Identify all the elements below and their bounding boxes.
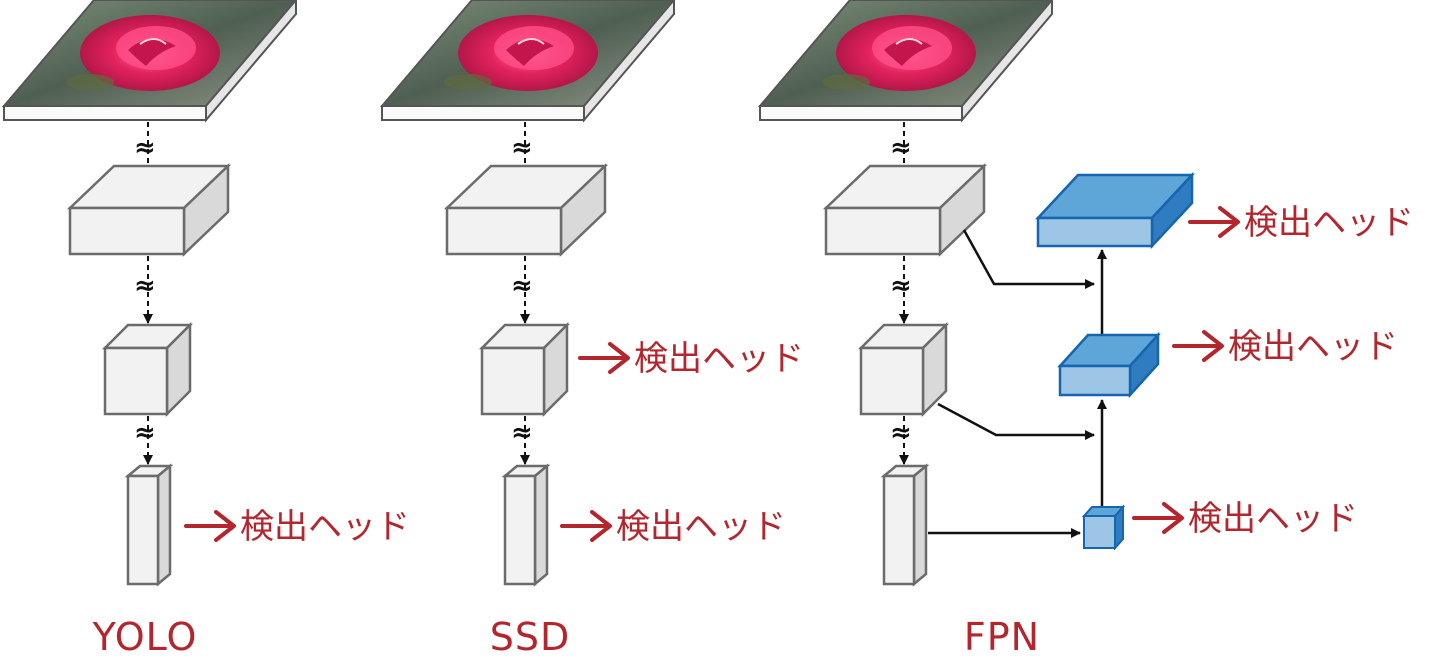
backbone-arrow: ≈ (134, 416, 156, 465)
architecture-name-ssd: SSD (490, 615, 571, 659)
backbone-ssd: ≈ ≈ ≈ (443, 122, 609, 587)
detection-head-label: 検出ヘッド (1228, 327, 1398, 367)
arrow-right-icon (560, 510, 612, 542)
fpn-feature-small (1081, 504, 1126, 551)
feature-map-small (880, 463, 930, 587)
backbone-fpn: ≈ ≈ ≈ (822, 122, 988, 587)
lateral-connection (962, 229, 1095, 289)
detection-head-label: 検出ヘッド (616, 507, 786, 547)
fpn-feature-medium (1057, 331, 1161, 399)
feature-map-small (501, 463, 551, 587)
detection-head-yolo: 検出ヘッド (184, 507, 410, 547)
detection-head-fpn-top: 検出ヘッド (1188, 203, 1414, 243)
architecture-name-yolo: YOLO (92, 615, 198, 659)
backbone-yolo: ≈ ≈ ≈ (66, 122, 232, 587)
detection-head-fpn-middle: 検出ヘッド (1172, 327, 1398, 367)
approx-symbol: ≈ (890, 418, 912, 448)
arrow-right-icon (1132, 502, 1184, 534)
backbone-arrow: ≈ (511, 256, 533, 324)
detection-head-ssd-upper: 検出ヘッド (578, 339, 804, 379)
feature-map-medium (857, 321, 950, 418)
rose-photo-icon (757, 0, 1054, 123)
feature-map-medium (478, 321, 571, 418)
rose-photo-icon (1, 0, 298, 123)
arrow-right-icon (578, 342, 630, 374)
detection-head-ssd-lower: 検出ヘッド (560, 507, 786, 547)
input-image-fpn (757, 0, 1054, 123)
detection-head-label: 検出ヘッド (634, 339, 804, 379)
feature-map-medium (101, 321, 194, 418)
backbone-arrow: ≈ (511, 416, 533, 465)
approx-symbol: ≈ (511, 418, 533, 448)
feature-map-large (822, 163, 988, 257)
approx-symbol: ≈ (134, 418, 156, 448)
fpn-pyramid (928, 171, 1195, 551)
backbone-arrow: ≈ (890, 416, 912, 465)
feature-map-large (66, 163, 232, 257)
detection-head-fpn-bottom: 検出ヘッド (1132, 499, 1358, 539)
detection-head-label: 検出ヘッド (1188, 499, 1358, 539)
architecture-name-fpn: FPN (964, 615, 1040, 659)
lateral-connection (937, 402, 1095, 440)
rose-photo-icon (379, 0, 676, 123)
arrow-right-icon (184, 510, 236, 542)
input-image-ssd (379, 0, 676, 123)
approx-symbol: ≈ (511, 271, 533, 301)
detection-head-label: 検出ヘッド (1244, 203, 1414, 243)
approx-symbol: ≈ (890, 133, 912, 163)
detection-head-label: 検出ヘッド (240, 507, 410, 547)
backbone-arrow: ≈ (890, 256, 912, 324)
approx-symbol: ≈ (511, 133, 533, 163)
approx-symbol: ≈ (134, 271, 156, 301)
arrow-right-icon (1172, 330, 1224, 362)
input-image-yolo (1, 0, 298, 123)
backbone-arrow: ≈ (134, 256, 156, 324)
feature-map-small (124, 463, 174, 587)
approx-symbol: ≈ (134, 133, 156, 163)
arrow-right-icon (1188, 206, 1240, 238)
fpn-feature-large (1035, 171, 1195, 250)
feature-map-large (443, 163, 609, 257)
approx-symbol: ≈ (890, 271, 912, 301)
